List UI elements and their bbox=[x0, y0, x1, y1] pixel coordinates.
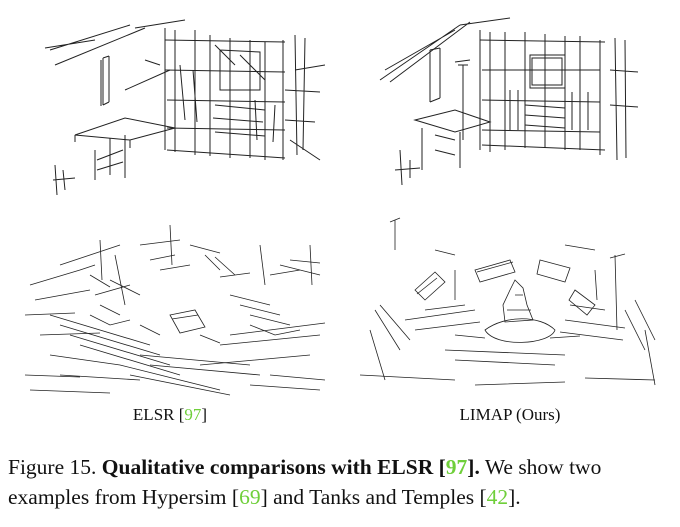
figure-title: Qualitative comparisons with ELSR [97]. bbox=[101, 455, 480, 479]
column-label-elsr: ELSR [97] bbox=[132, 405, 208, 424]
limap-hypersim-lines bbox=[379, 17, 639, 186]
elsr-hypersim-lines bbox=[44, 19, 325, 196]
caption-text-1: We show two examples from Hypersim [ bbox=[8, 455, 602, 509]
figure-label: Figure 15. bbox=[8, 455, 97, 479]
hypersim-citation[interactable]: 69 bbox=[239, 485, 261, 509]
caption-text-2: ] and Tanks and Temples [ bbox=[260, 485, 487, 509]
elsr-tanks-lines bbox=[24, 224, 326, 396]
title-citation[interactable]: 97 bbox=[445, 455, 468, 479]
column-label-elsr-name: ELSR bbox=[132, 405, 175, 424]
limap-tanks-render bbox=[355, 210, 660, 400]
figure-caption: Figure 15. Qualitative comparisons with … bbox=[8, 452, 672, 512]
tanks-citation[interactable]: 42 bbox=[486, 485, 509, 509]
column-label-limap: LIMAP (Ours) bbox=[435, 405, 585, 425]
limap-tanks-lines bbox=[359, 217, 656, 386]
elsr-citation[interactable]: 97 bbox=[184, 405, 202, 424]
limap-hypersim-render bbox=[360, 10, 650, 200]
caption-text-3: ]. bbox=[508, 485, 521, 509]
elsr-tanks-render bbox=[20, 215, 330, 400]
elsr-hypersim-render bbox=[35, 10, 325, 200]
column-label-limap-name: LIMAP (Ours) bbox=[459, 405, 561, 424]
